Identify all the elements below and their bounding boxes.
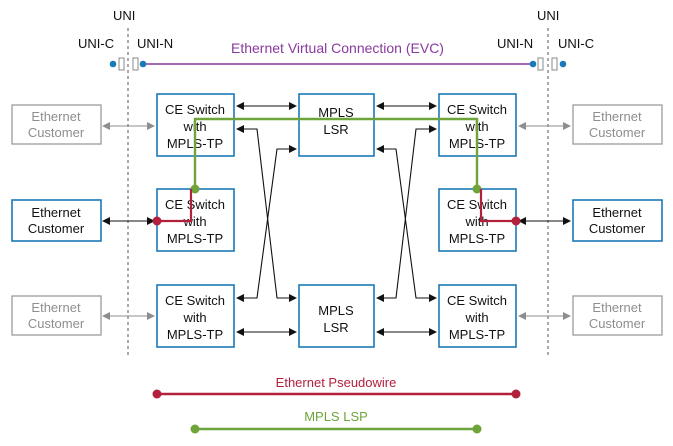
svg-text:CE Switch: CE Switch: [447, 197, 507, 212]
svg-text:MPLS-TP: MPLS-TP: [449, 231, 505, 246]
legend-pseudowire-dot-left: [152, 389, 162, 399]
svg-text:CE Switch: CE Switch: [165, 293, 225, 308]
core-link-rb-lsrtop: [376, 145, 437, 302]
svg-text:Ethernet: Ethernet: [592, 109, 642, 124]
svg-text:with: with: [182, 214, 206, 229]
svg-text:Ethernet: Ethernet: [31, 109, 81, 124]
svg-text:Customer: Customer: [589, 316, 646, 331]
core-link-lb-lsrtop: [236, 145, 297, 302]
uni-left-label: UNI: [113, 8, 135, 23]
svg-text:with: with: [182, 310, 206, 325]
svg-text:CE Switch: CE Switch: [447, 293, 507, 308]
uni-c-right-label: UNI-C: [558, 36, 594, 51]
evc-label: Ethernet Virtual Connection (EVC): [231, 40, 444, 56]
svg-text:Customer: Customer: [28, 125, 85, 140]
uni-n-right-label: UNI-N: [497, 36, 533, 51]
uni-c-left-dot: [109, 60, 117, 68]
uni-n-left-label: UNI-N: [137, 36, 173, 51]
pseudowire-path-left: [157, 189, 193, 223]
mpls-lsr-bottom: MPLS LSR: [298, 284, 375, 348]
customer-right-mid: Ethernet Customer: [572, 199, 663, 242]
lsp-endpoint-right: [472, 184, 482, 194]
evc-left-dot: [139, 60, 147, 68]
legend-lsp-dot-left: [190, 424, 200, 434]
uni-left-port-a: [118, 57, 125, 71]
legend-lsp-dot-right: [472, 424, 482, 434]
ce-switch-right-bottom: CE Switch with MPLS-TP: [438, 284, 517, 348]
svg-text:Ethernet: Ethernet: [31, 300, 81, 315]
legend-pseudowire-dot-right: [511, 389, 521, 399]
uni-right-port-b: [551, 57, 558, 71]
svg-text:Customer: Customer: [589, 221, 646, 236]
mpls-lsr-top: MPLS LSR: [298, 93, 375, 157]
customer-left-top: Ethernet Customer: [11, 104, 102, 145]
uni-right-port-a: [537, 57, 544, 71]
customer-left-bottom: Ethernet Customer: [11, 295, 102, 336]
uni-left-port-b: [132, 57, 139, 71]
mpls-lsp-path: [193, 117, 479, 189]
svg-text:MPLS-TP: MPLS-TP: [167, 327, 223, 342]
pseudowire-endpoint-right: [511, 216, 521, 226]
pseudowire-endpoint-left: [152, 216, 162, 226]
uni-c-left-label: UNI-C: [78, 36, 114, 51]
evc-right-dot: [529, 60, 537, 68]
lsp-endpoint-left: [190, 184, 200, 194]
legend-lsp-label: MPLS LSP: [304, 409, 368, 424]
svg-text:LSR: LSR: [323, 122, 348, 137]
customer-left-mid: Ethernet Customer: [11, 199, 102, 242]
svg-text:Customer: Customer: [28, 316, 85, 331]
core-link-rt-lsrbot: [376, 125, 437, 302]
pseudowire-path-right: [479, 189, 516, 223]
svg-text:CE Switch: CE Switch: [165, 197, 225, 212]
uni-right-label: UNI: [537, 8, 559, 23]
svg-text:CE Switch: CE Switch: [165, 102, 225, 117]
svg-text:MPLS: MPLS: [318, 105, 354, 120]
customer-right-bottom: Ethernet Customer: [572, 295, 663, 336]
customer-right-top: Ethernet Customer: [572, 104, 663, 145]
svg-text:MPLS-TP: MPLS-TP: [167, 231, 223, 246]
svg-text:Customer: Customer: [28, 221, 85, 236]
core-link-lt-lsrbot: [236, 125, 297, 302]
svg-text:MPLS: MPLS: [318, 303, 354, 318]
svg-text:Ethernet: Ethernet: [592, 300, 642, 315]
svg-text:Ethernet: Ethernet: [592, 205, 642, 220]
legend-pseudowire-label: Ethernet Pseudowire: [276, 375, 397, 390]
uni-c-right-dot: [559, 60, 567, 68]
svg-text:with: with: [464, 310, 488, 325]
ce-switch-left-bottom: CE Switch with MPLS-TP: [156, 284, 235, 348]
svg-text:LSR: LSR: [323, 320, 348, 335]
svg-text:Ethernet: Ethernet: [31, 205, 81, 220]
svg-text:MPLS-TP: MPLS-TP: [449, 327, 505, 342]
svg-text:with: with: [464, 214, 488, 229]
svg-text:CE Switch: CE Switch: [447, 102, 507, 117]
svg-text:Customer: Customer: [589, 125, 646, 140]
